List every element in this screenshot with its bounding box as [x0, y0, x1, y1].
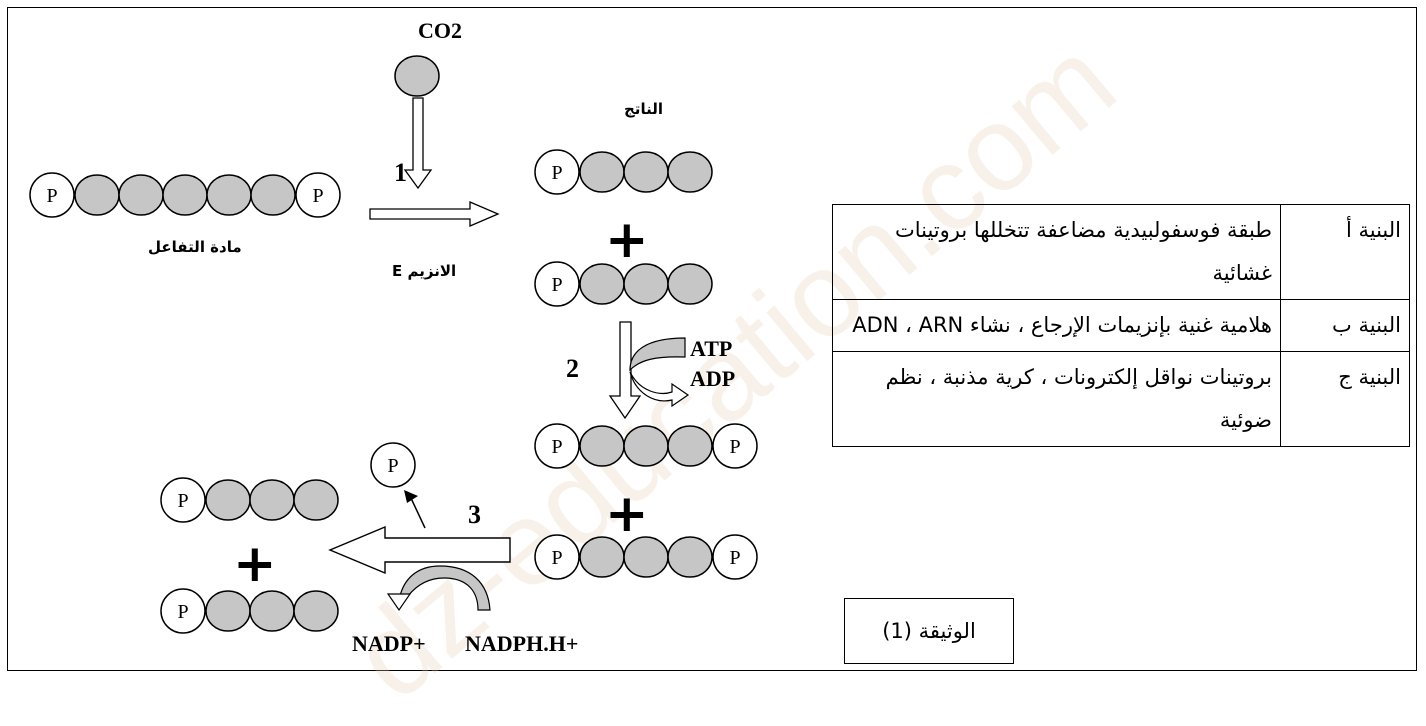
- structure-description: هلامية غنية بإنزيمات الإرجاع ، نشاء ADN …: [832, 299, 1281, 352]
- substrate-molecule-carbon: [74, 174, 120, 216]
- bisphosphate-molecule-bottom-phosphate-letter: P: [729, 547, 740, 569]
- co2-molecule: [394, 55, 440, 97]
- product-molecule-top-phosphate-letter: P: [551, 162, 562, 184]
- nadph-label: NADPH.H+: [465, 631, 579, 656]
- released-phosphate-letter: P: [387, 455, 398, 477]
- nadp-label: NADP+: [352, 631, 426, 656]
- final-product-top-carbon: [293, 479, 339, 521]
- co2-label: CO2: [418, 18, 462, 43]
- structure-description: طبقة فوسفولبيدية مضاعفة تتخللها بروتينات…: [832, 204, 1281, 300]
- product-molecule-bottom-carbon: [579, 263, 625, 305]
- nadph-input-arrow: [399, 565, 491, 611]
- substrate-molecule-carbon: [118, 174, 164, 216]
- step-2-label: 2: [566, 354, 579, 383]
- phosphate-release-arrow: [409, 495, 426, 529]
- bisphosphate-molecule-top-carbon: [623, 425, 669, 467]
- reaction-arrow-2: [608, 321, 642, 420]
- bisphosphate-molecule-top-phosphate-letter: P: [729, 436, 740, 458]
- substrate-molecule-phosphate-letter: P: [46, 185, 57, 207]
- final-product-bottom-carbon: [205, 590, 251, 632]
- product-molecule-top-carbon: [623, 151, 669, 193]
- final-product-bottom-phosphate: [160, 588, 206, 634]
- bisphosphate-molecule-top-phosphate: [712, 423, 758, 469]
- document-frame: [7, 7, 1417, 671]
- product-molecule-top-carbon: [667, 151, 713, 193]
- bisphosphate-molecule-top-carbon: [667, 425, 713, 467]
- table-row: البنية ج بروتينات نواقل إلكترونات ، كرية…: [832, 351, 1410, 447]
- product-molecule-top-phosphate: [534, 149, 580, 195]
- nadp-output-arrowhead: [386, 593, 412, 612]
- final-product-top-phosphate-letter: P: [177, 490, 188, 512]
- bisphosphate-molecule-top-carbon: [579, 425, 625, 467]
- atp-input-arrow: [629, 337, 686, 372]
- substrate-label: مادة التفاعل: [148, 238, 242, 256]
- bisphosphate-molecule-top-phosphate-letter: P: [551, 436, 562, 458]
- plus-sign-left: +: [233, 534, 277, 594]
- enzyme-label: الانزيم E: [392, 262, 457, 280]
- adp-label: ADP: [690, 366, 736, 391]
- structure-name: البنية ب: [1280, 299, 1410, 352]
- bisphosphate-molecule-bottom-phosphate: [534, 534, 580, 580]
- final-product-top-phosphate: [160, 477, 206, 523]
- bisphosphate-molecule-bottom-phosphate-letter: P: [551, 547, 562, 569]
- final-product-bottom-carbon: [293, 590, 339, 632]
- product-molecule-bottom-phosphate-letter: P: [551, 274, 562, 296]
- phosphate-release-arrowhead: [404, 490, 418, 503]
- product-label: الناتج: [624, 100, 663, 118]
- final-product-bottom-carbon: [249, 590, 295, 632]
- structure-name: البنية أ: [1280, 204, 1410, 300]
- bisphosphate-molecule-top-phosphate: [534, 423, 580, 469]
- table-row: البنية أ طبقة فوسفولبيدية مضاعفة تتخللها…: [832, 204, 1410, 300]
- substrate-molecule-carbon: [162, 174, 208, 216]
- substrate-molecule-carbon: [250, 174, 296, 216]
- document-label: الوثيقة (1): [844, 598, 1014, 664]
- co2-arrow: [403, 97, 433, 190]
- substrate-molecule-carbon: [206, 174, 252, 216]
- final-product-bottom-phosphate-letter: P: [177, 601, 188, 623]
- substrate-molecule-phosphate: [29, 172, 75, 218]
- atp-label: ATP: [690, 336, 733, 361]
- final-product-top-carbon: [249, 479, 295, 521]
- plus-sign-top: +: [605, 210, 649, 270]
- structures-table: البنية أ طبقة فوسفولبيدية مضاعفة تتخللها…: [832, 204, 1410, 447]
- product-molecule-bottom-carbon: [623, 263, 669, 305]
- step-3-label: 3: [468, 500, 481, 529]
- table-row: البنية ب هلامية غنية بإنزيمات الإرجاع ، …: [832, 299, 1410, 352]
- reaction-arrow-1: [369, 201, 500, 227]
- adp-output-arrow: [629, 371, 690, 408]
- bisphosphate-molecule-bottom-phosphate: [712, 534, 758, 580]
- structure-name: البنية ج: [1280, 351, 1410, 447]
- structure-description: بروتينات نواقل إلكترونات ، كرية مذنبة ، …: [832, 351, 1281, 447]
- released-phosphate: [370, 442, 416, 488]
- final-product-top-carbon: [205, 479, 251, 521]
- substrate-molecule-phosphate-letter: P: [312, 185, 323, 207]
- substrate-molecule-phosphate: [295, 172, 341, 218]
- plus-sign-right: +: [605, 484, 649, 544]
- bisphosphate-molecule-bottom-carbon: [667, 536, 713, 578]
- product-molecule-bottom-phosphate: [534, 261, 580, 307]
- product-molecule-top-carbon: [579, 151, 625, 193]
- reaction-arrow-3: [328, 525, 511, 575]
- step-1-label: 1: [394, 158, 407, 187]
- calvin-cycle-diagram: P P P P P P P P P P P: [29, 55, 758, 634]
- product-molecule-bottom-carbon: [667, 263, 713, 305]
